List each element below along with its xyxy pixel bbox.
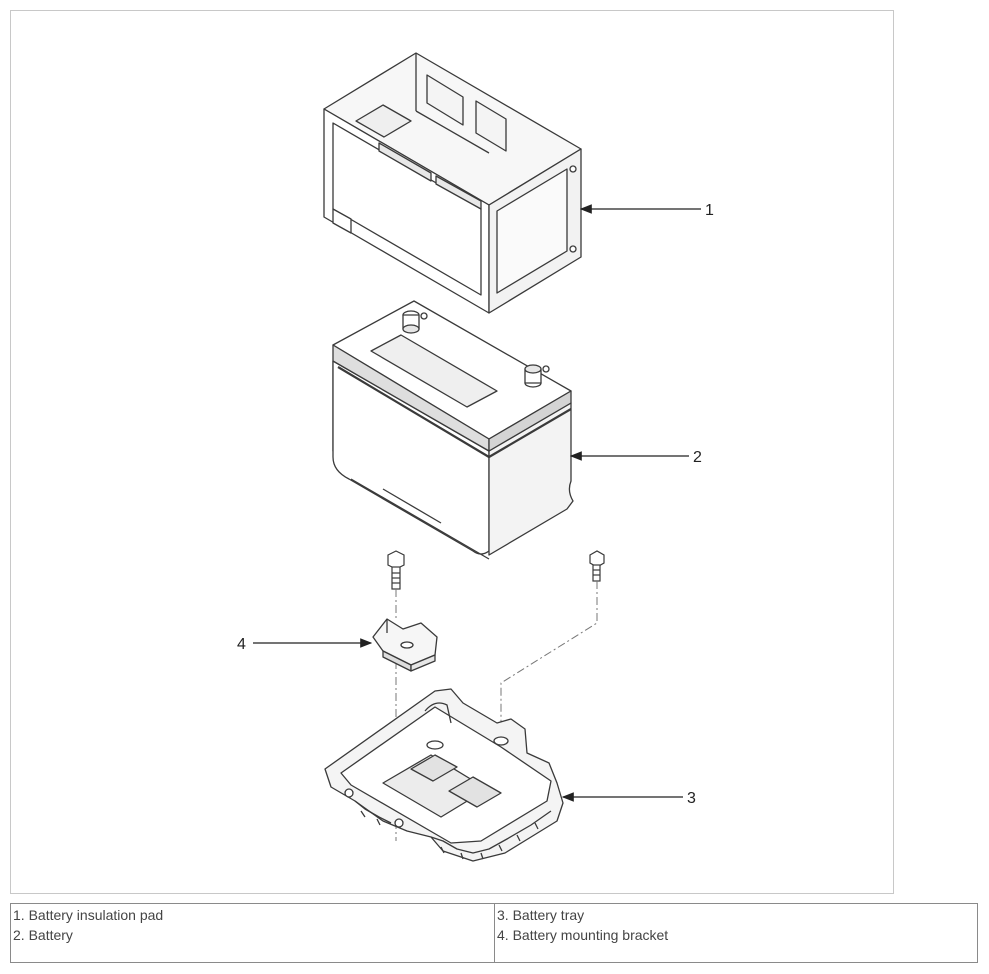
legend-item-battery-tray: 3. Battery tray <box>497 907 585 923</box>
callout-number-4: 4 <box>237 636 246 653</box>
callout-number-3: 3 <box>687 790 696 807</box>
bolt-right <box>589 550 605 582</box>
callout-number-1: 1 <box>705 202 714 219</box>
battery-insulation-pad <box>323 52 582 314</box>
legend-item-battery: 2. Battery <box>13 927 73 943</box>
parts-legend-table: 1. Battery insulation pad 2. Battery 3. … <box>10 903 978 963</box>
legend-item-battery-mounting-bracket: 4. Battery mounting bracket <box>497 927 669 943</box>
exploded-view-drawing: 1 2 <box>237 52 714 862</box>
battery-tray <box>324 688 564 862</box>
bolt-left <box>387 550 405 590</box>
legend-column-right: 3. Battery tray 4. Battery mounting brac… <box>495 904 977 962</box>
legend-item-battery-insulation-pad: 1. Battery insulation pad <box>13 907 164 923</box>
battery-mounting-bracket <box>372 618 438 672</box>
exploded-view-figure: 1 2 <box>10 10 894 894</box>
legend-column-left: 1. Battery insulation pad 2. Battery <box>11 904 495 962</box>
callout-number-2: 2 <box>693 449 702 466</box>
battery <box>332 300 574 560</box>
